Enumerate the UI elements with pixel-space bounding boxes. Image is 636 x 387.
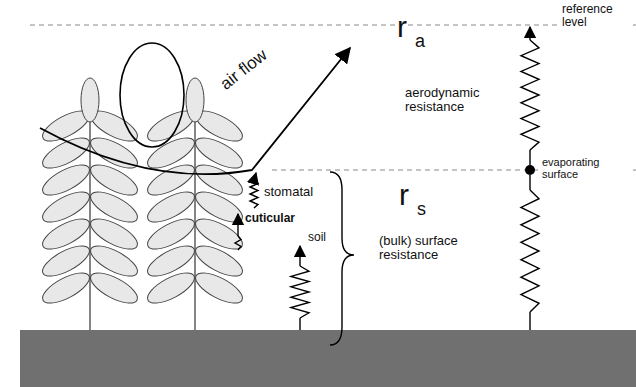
subscript: s: [416, 200, 427, 220]
resistor-lead: [529, 27, 530, 40]
cuticular-arrow: [237, 214, 238, 236]
leaf: [86, 267, 141, 309]
aerodynamic-resistor: [521, 40, 539, 150]
reference-line: [30, 25, 636, 26]
surface-resistor: [521, 190, 539, 312]
brace: [330, 172, 354, 345]
plants: [38, 78, 246, 330]
leaf: [38, 267, 93, 309]
plant-stem: [89, 95, 90, 330]
evaporating-dot: [525, 165, 535, 175]
reference-level-label: reference level: [561, 3, 633, 29]
resistor-lead: [529, 150, 530, 165]
leaf: [81, 78, 99, 122]
resistance-symbol: r: [398, 178, 410, 211]
resistor-lead: [299, 318, 300, 330]
soil-resistor: [291, 266, 309, 318]
resistor-lead: [529, 175, 530, 190]
ground: [20, 330, 636, 387]
resistance-label: (bulk) surface resistance: [378, 234, 505, 263]
air-flow-arrow: [40, 48, 350, 174]
soil-arrow: [299, 246, 300, 266]
resistance-label: aerodynamic resistance: [404, 86, 516, 115]
surface-label: evaporating surface: [541, 156, 633, 180]
resistance-symbol: r: [396, 10, 408, 43]
subscript: a: [414, 32, 426, 52]
leaf: [186, 78, 204, 122]
stomatal-resistor: [250, 180, 258, 208]
resistor-lead: [529, 312, 530, 330]
soil-label: soil: [307, 231, 327, 244]
eddy-loop: [120, 43, 184, 147]
leaf: [143, 267, 198, 309]
cuticular-label: cuticular: [244, 212, 296, 225]
resistors: [235, 27, 539, 330]
stomatal-label: stomatal: [263, 185, 314, 199]
cuticular-resistor: [235, 236, 241, 250]
plant-stem: [194, 95, 195, 330]
leaf: [191, 267, 246, 309]
resistor-lead: [254, 173, 256, 180]
air-flow-label: air flow: [216, 46, 272, 95]
